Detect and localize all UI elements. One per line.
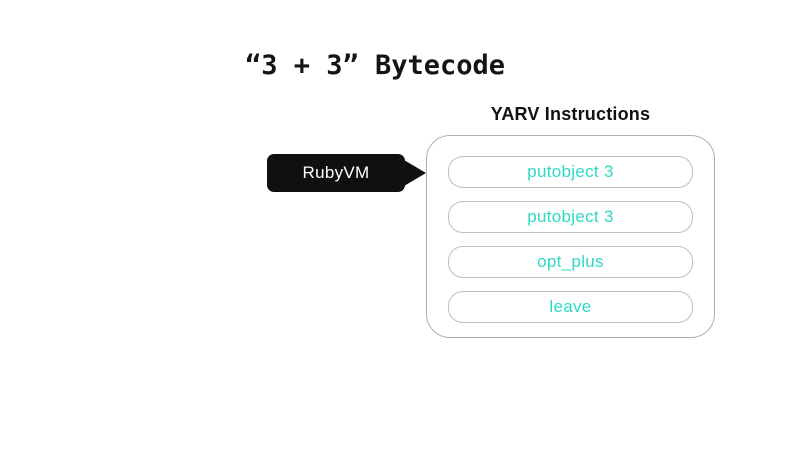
instruction-label: putobject 3 bbox=[527, 207, 614, 226]
instruction-box: putobject 3 bbox=[448, 201, 693, 233]
instruction-label: opt_plus bbox=[537, 252, 604, 271]
instruction-label: leave bbox=[549, 297, 592, 316]
yarv-instructions-heading: YARV Instructions bbox=[490, 104, 651, 124]
yarv-instructions-container: putobject 3 putobject 3 opt_plus leave bbox=[426, 135, 715, 338]
rubyvm-callout: RubyVM bbox=[267, 154, 426, 192]
instruction-box: opt_plus bbox=[448, 246, 693, 278]
instruction-label: putobject 3 bbox=[527, 162, 614, 181]
instruction-box: putobject 3 bbox=[448, 156, 693, 188]
slide-title: “3 + 3” Bytecode bbox=[244, 50, 506, 81]
rubyvm-callout-label: RubyVM bbox=[302, 163, 370, 182]
callout-pointer-arrow-icon bbox=[404, 160, 426, 186]
instruction-box: leave bbox=[448, 291, 693, 323]
